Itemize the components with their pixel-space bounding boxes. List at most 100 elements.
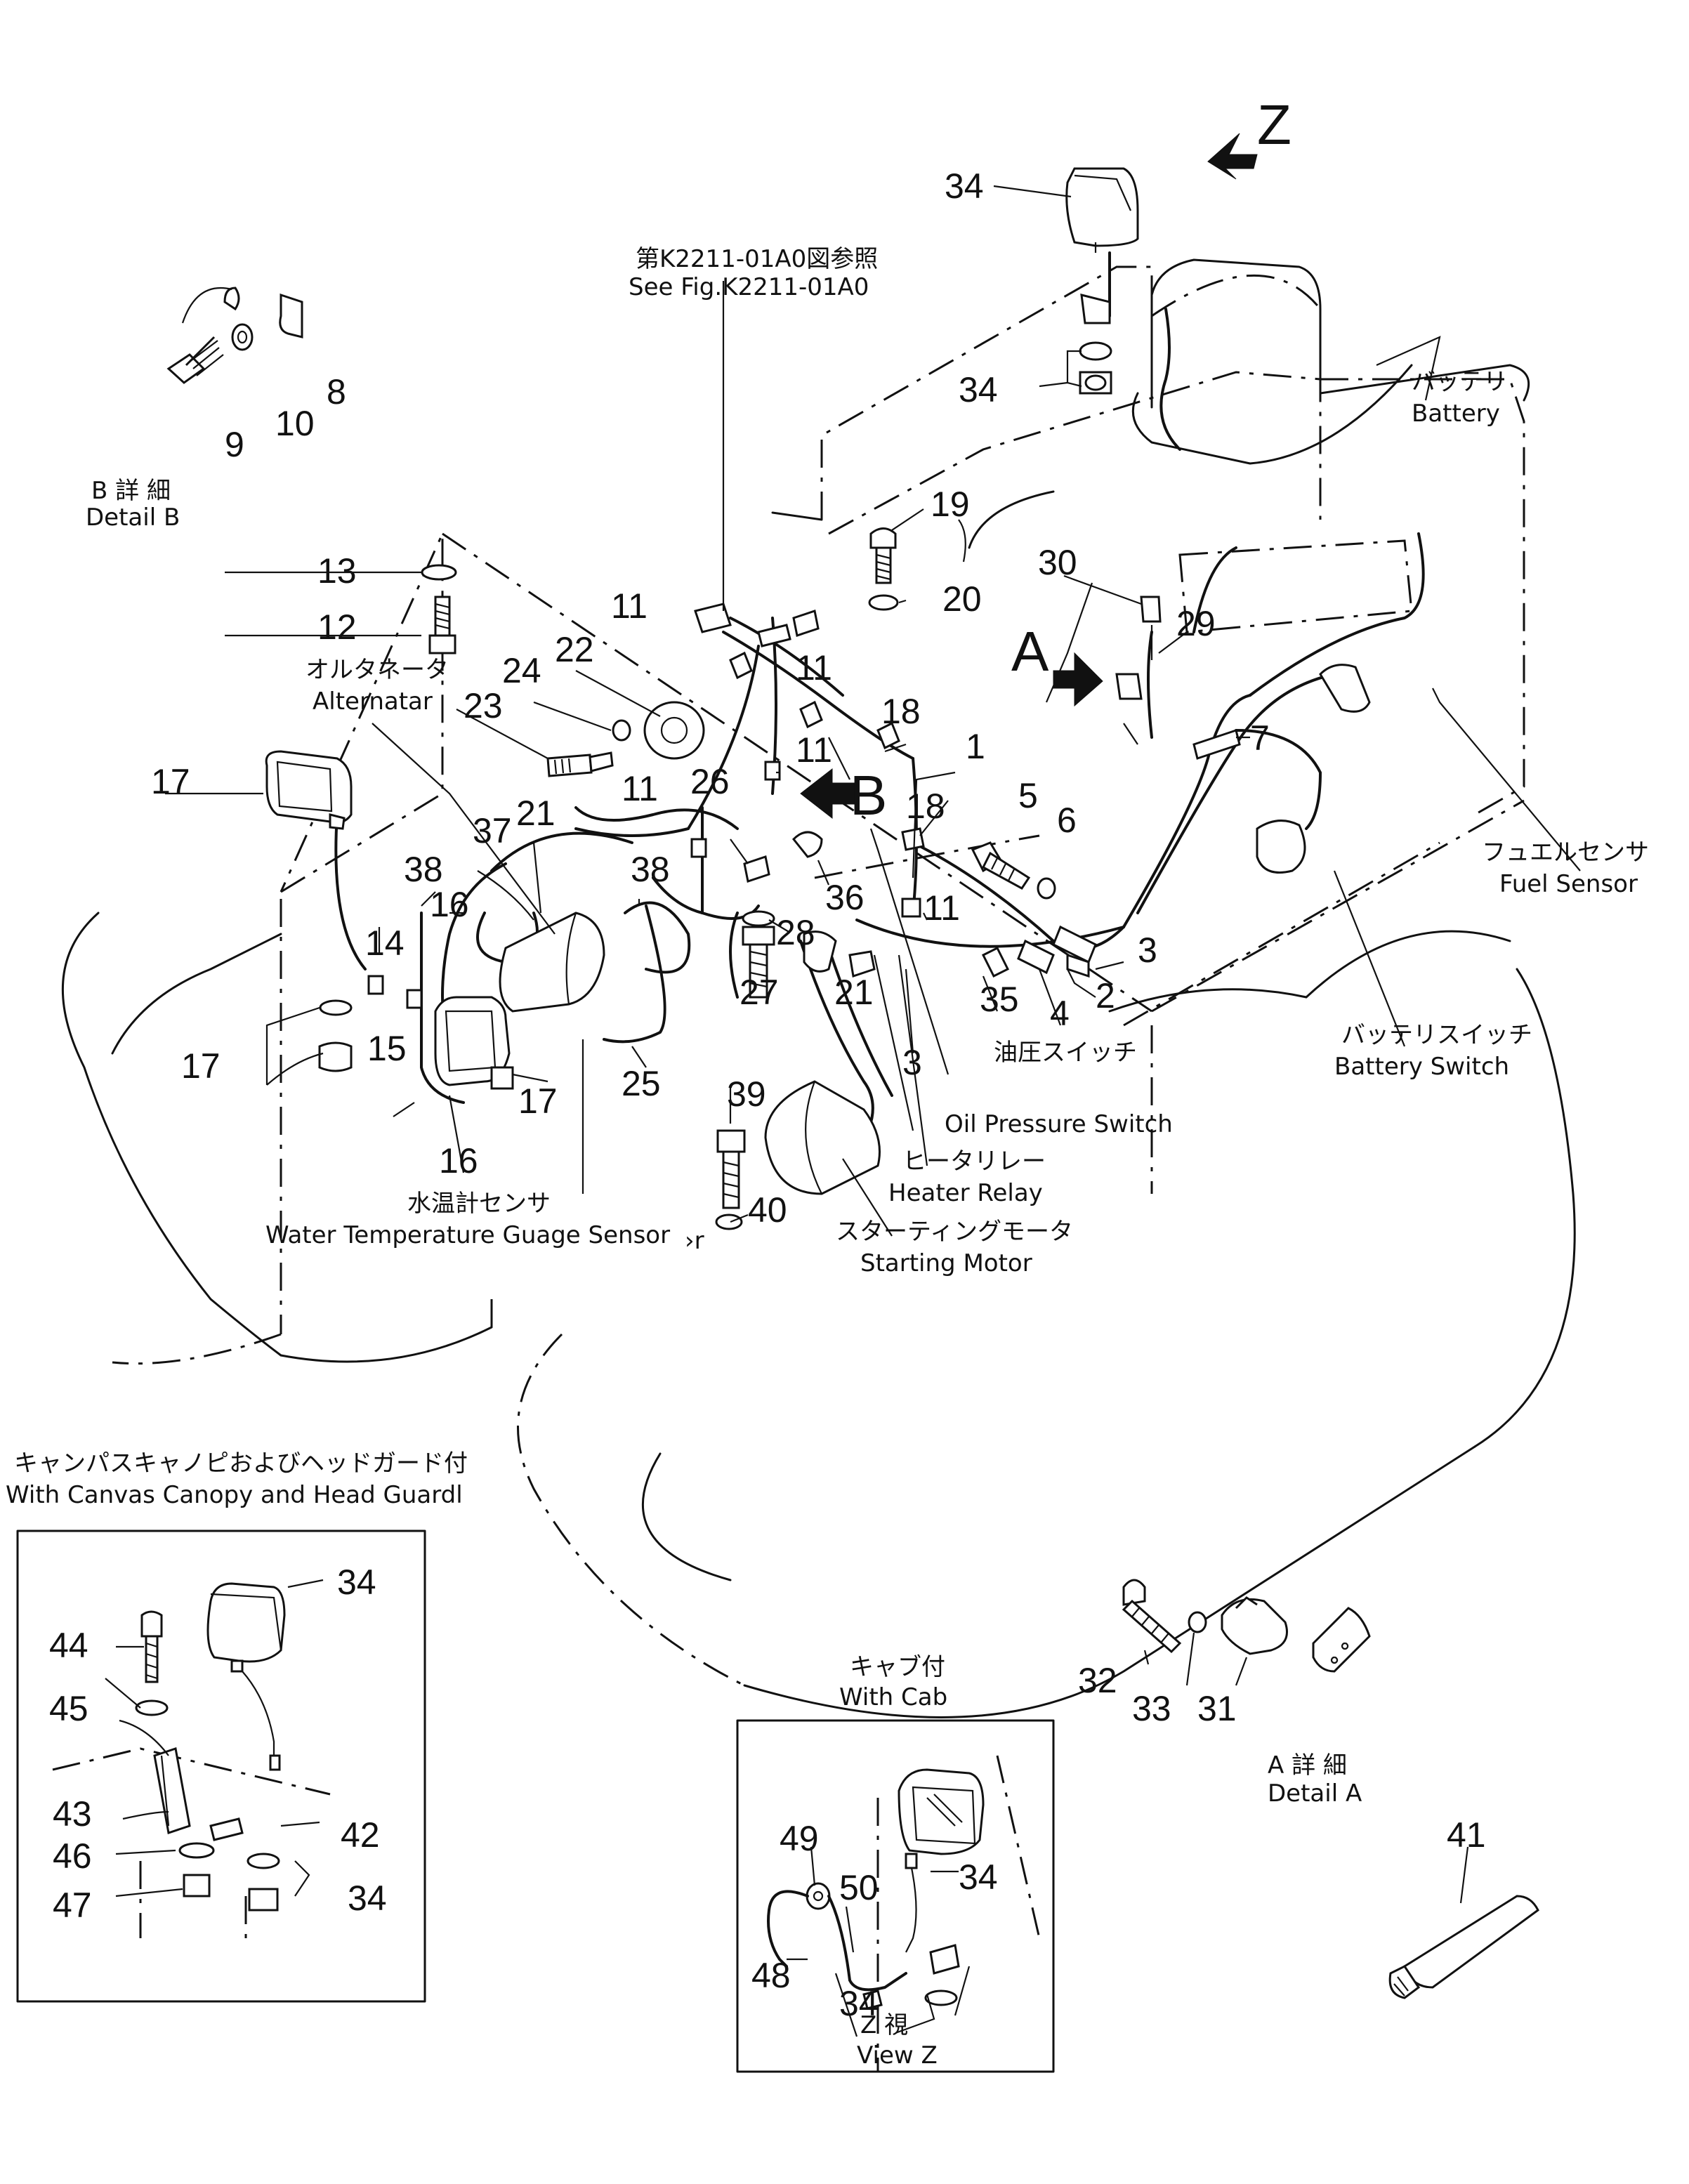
part-number: 50 [839,1868,879,1907]
machine-outline [61,258,1576,1718]
fuel-sensor-label-jp: フュエルセンサ [1482,838,1649,867]
canopy-inset-title-en: With Canvas Canopy and Head Guardl [6,1481,463,1509]
detail-a-title-jp: A 詳 細 [1268,1751,1347,1780]
part-number: 18 [906,787,945,826]
view-letters: Z A B [850,93,1292,827]
part-number: 43 [53,1794,92,1834]
water-temp-label-en: Water Temperature Guage Sensor [265,1221,670,1249]
part-number: 12 [317,607,357,647]
inset-with-cab [736,1719,1055,2073]
heater-relay-label-jp: ヒータリレー [902,1147,1046,1176]
part-number: 47 [53,1886,92,1925]
battery-switch-label-jp: バッテリスイッチ [1341,1021,1532,1049]
detail-a-title-en: Detail A [1268,1780,1362,1808]
fuel-sensor-label-en: Fuel Sensor [1499,870,1638,898]
part-number: 7 [1250,718,1270,758]
part-number: 44 [49,1626,88,1665]
alternator-label-en: Alternatar [313,688,433,716]
heater-relay-label-en: Heater Relay [888,1179,1043,1207]
part-number: 33 [1132,1689,1171,1728]
inset-canvas-canopy [16,1530,426,2003]
starting-motor-label-en: Starting Motor [860,1249,1032,1277]
part-number: 46 [53,1836,92,1876]
view-letter-b: B [850,764,887,827]
oil-pressure-label-en: Oil Pressure Switch [945,1110,1173,1138]
part-number: 19 [931,485,970,524]
part-number: 41 [1447,1815,1486,1855]
part-number: 45 [49,1689,88,1728]
part-number: 39 [727,1074,766,1114]
view-arrows [800,133,1258,820]
part-number: 14 [365,923,405,963]
view-letter-a: A [1011,620,1049,683]
part-number: 34 [839,1984,879,2023]
part-number: 3 [902,1043,922,1082]
part-number: 35 [980,980,1019,1019]
part-number: 34 [959,370,998,409]
part-number: 16 [430,885,469,924]
view-z-title-jp: Z 視 [860,2011,908,2039]
view-letter-z: Z [1257,93,1292,156]
part-number: 42 [341,1815,380,1855]
part-number: 17 [151,762,190,801]
battery-switch-label-en: Battery Switch [1334,1053,1509,1081]
part-number: 36 [825,878,865,917]
components [166,167,1539,1999]
part-number: 1 [966,727,985,766]
canopy-inset-title-jp: キャンパスキャノピおよびヘッドガード付 [14,1449,468,1478]
part-number: 25 [622,1064,661,1103]
part-number: 34 [959,1857,998,1897]
cab-inset-title-en: With Cab [839,1683,947,1711]
part-number: 34 [945,166,984,206]
view-a-arrow [1053,652,1103,707]
part-number: 32 [1078,1661,1117,1700]
work-lamp-left [265,750,353,830]
detail-b-title-jp: B 詳 細 [91,477,171,505]
part-number: 49 [780,1819,819,1858]
starting-motor-label-jp: スターティングモータ [836,1218,1073,1246]
part-number: 3 [1138,930,1157,970]
see-fig-label-jp: 第K2211-01A0図参照 [636,245,878,273]
oil-pressure-label-jp: 油圧スイッチ [994,1039,1137,1067]
part-number: 21 [516,794,556,833]
part-numbers: 34 34 8 9 10 13 12 19 20 30 29 11 22 24 … [49,166,1486,2023]
battery-label-jp: バッテリ [1412,368,1507,396]
part-number: 18 [881,692,921,731]
part-number: 26 [690,762,730,801]
part-number: 5 [1018,776,1038,815]
view-z-arrow [1207,133,1258,180]
detail-b-title-en: Detail B [86,504,180,532]
part-number: 11 [611,586,648,626]
cab-inset-title-jp: キャブ付 [850,1653,945,1681]
part-number: 29 [1176,604,1216,643]
part-number: 28 [776,913,815,952]
part-number: 23 [464,686,503,725]
part-number: 16 [439,1141,478,1180]
part-number: 34 [337,1563,376,1602]
part-number: 38 [631,850,670,889]
part-number: 17 [181,1046,221,1086]
part-number: 21 [834,973,874,1012]
part-number: 48 [751,1956,791,1995]
part-number: 6 [1057,801,1077,840]
view-z-title-en: View Z [857,2041,938,2070]
see-fig-label-en: See Fig.K2211-01A0 [629,273,869,301]
part-number: 30 [1038,543,1077,582]
part-number: 9 [225,425,244,464]
part-number: 11 [924,888,960,928]
part-number: 38 [404,850,443,889]
work-lamp-lower [434,996,514,1090]
part-number: 17 [518,1081,558,1121]
work-lamp-top [1065,167,1139,253]
part-number: 20 [942,579,982,619]
part-number: 2 [1096,976,1115,1015]
part-number: 24 [502,651,541,690]
part-number: 11 [796,648,832,688]
part-number: 8 [327,372,346,412]
part-number: 34 [348,1879,387,1918]
part-number: 31 [1197,1689,1237,1728]
part-number: 11 [622,769,658,808]
part-number: 11 [796,730,832,770]
alternator-label-jp: オルタネータ [305,656,449,684]
